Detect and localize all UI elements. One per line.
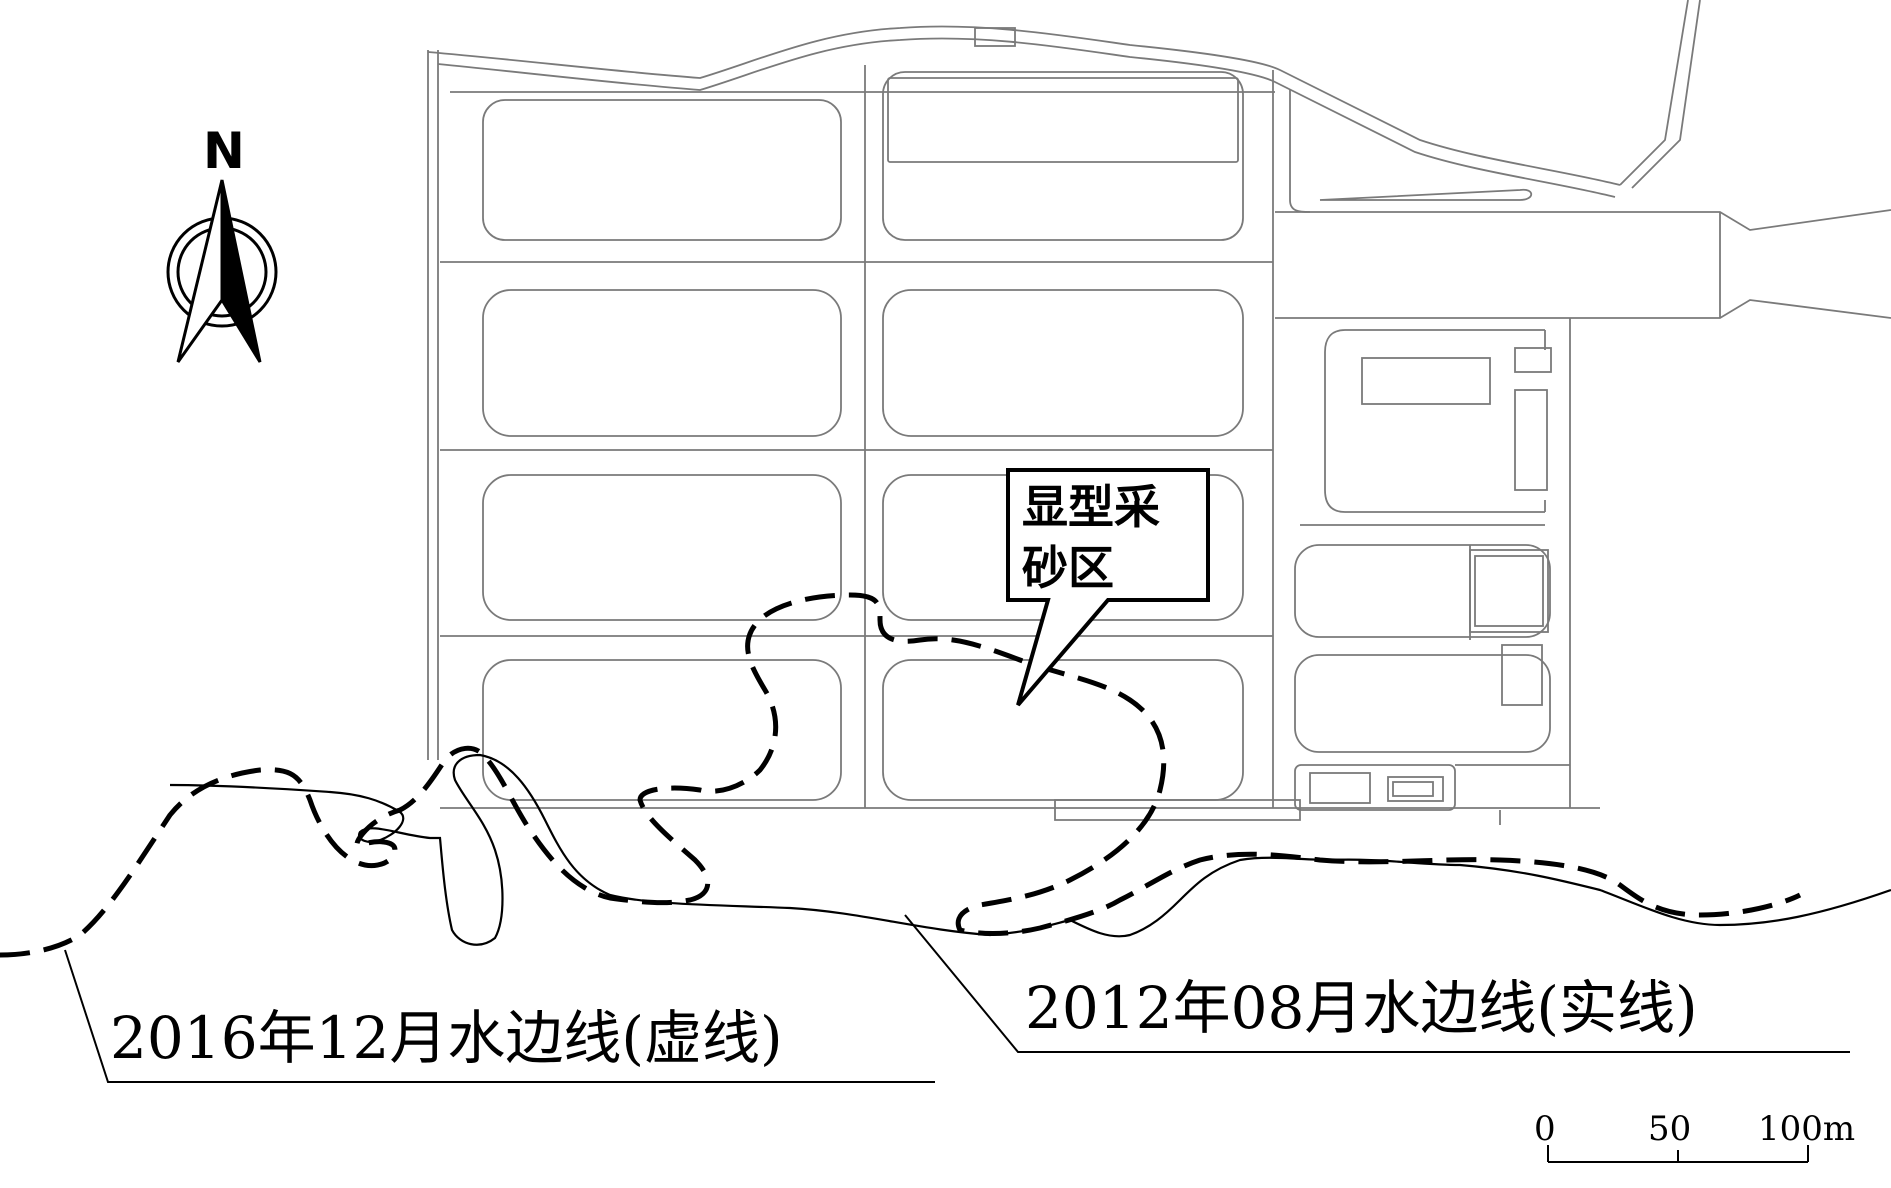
scale-label-100m: 100m — [1758, 1109, 1855, 1149]
legend-2012-label: 2012年08月水边线(实线) — [1025, 974, 1698, 1042]
road-network — [427, 0, 1891, 821]
sand-pit-callout: 显型采 砂区 — [1006, 468, 1210, 707]
scale-bar: 0 50 100m — [1534, 1109, 1855, 1163]
north-arrow: N — [166, 122, 278, 363]
legend-2016-label: 2016年12月水边线(虚线) — [110, 1004, 783, 1072]
callout-line-1: 显型采 — [1022, 480, 1160, 534]
leader-2012 — [904, 914, 1850, 1053]
callout-line-2: 砂区 — [1022, 541, 1114, 595]
north-letter: N — [203, 122, 245, 180]
scale-label-0: 0 — [1534, 1109, 1556, 1149]
north-arrow-needle-light — [176, 179, 224, 363]
scale-label-50: 50 — [1648, 1109, 1691, 1149]
north-arrow-needle-dark — [220, 179, 262, 363]
sand-pit-blocks — [482, 27, 1570, 825]
leader-2016 — [64, 949, 935, 1083]
waterline-2016-dashed — [0, 592, 1802, 958]
